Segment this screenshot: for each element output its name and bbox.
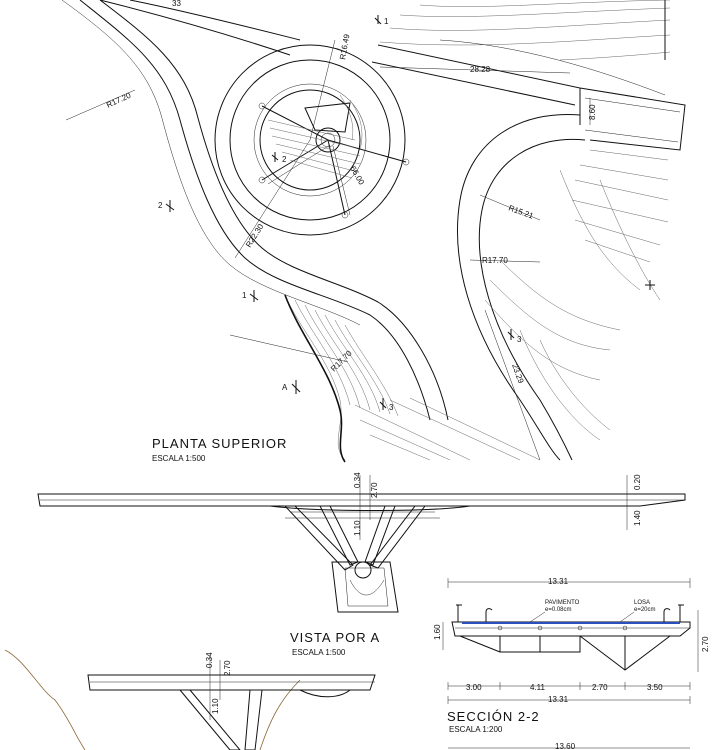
dim-r17-20: R17.20	[105, 91, 133, 110]
seccion-title: SECCIÓN 2-2	[447, 709, 540, 724]
dim-r22-30: R22.30	[244, 222, 266, 249]
plan-scale: ESCALA 1:500	[152, 454, 206, 463]
next-dim: 13.60	[555, 742, 576, 750]
note-losa-e: e=20cm	[634, 607, 656, 613]
note-pavimento-e: e=0.08cm	[545, 607, 572, 613]
section-marker-1-top: 1	[374, 15, 389, 26]
section-marker-3-right: 3	[507, 329, 522, 344]
svg-text:2: 2	[282, 155, 287, 164]
vista-por-a: 0.34 2.70 1.10 0.20 1.40 VISTA POR A ESC…	[37, 472, 686, 657]
terrain-valley	[284, 294, 541, 463]
struts	[284, 505, 440, 571]
vista-dim-0-20: 0.20	[633, 474, 642, 490]
vista2-dim-0-34: 0.34	[205, 652, 214, 668]
sec-dim-s2: 4.11	[530, 683, 546, 692]
dim-8-60: 8.60	[588, 104, 597, 120]
svg-text:A: A	[282, 383, 288, 392]
roundabout-inner	[229, 59, 391, 221]
dim-23-29: 23.29	[510, 363, 525, 385]
beams	[459, 625, 671, 671]
svg-text:2: 2	[158, 201, 163, 210]
sec-dim-left: 1.60	[433, 624, 442, 640]
dim-r17-70b: R17.70	[329, 348, 354, 373]
sec-dim-top: 13.31	[548, 577, 569, 586]
pier-base	[331, 561, 399, 613]
central-pier	[258, 102, 410, 219]
seccion-2-2: 13.31 PAVIMENTO e=0.08cm LOSA e=20cm	[433, 577, 710, 750]
section-marker-3-bottom: 3	[379, 398, 394, 412]
vista-dim-1-40: 1.40	[633, 510, 642, 526]
section-marker-2-roundabout: 2	[271, 152, 287, 164]
vista-dim-1-10: 1.10	[353, 520, 362, 536]
section-marker-1-left: 1	[242, 290, 259, 302]
vista-dim-0-34: 0.34	[353, 472, 362, 488]
dim-r15-21: R15.21	[507, 203, 535, 220]
svg-text:3: 3	[389, 403, 394, 412]
dim-66-00: 66.00	[348, 165, 366, 187]
vista-lower: 0.34 2.70 1.10	[4, 649, 376, 750]
svg-text:1: 1	[384, 17, 389, 26]
terrain-right	[484, 149, 669, 441]
view-marker-a: A	[282, 380, 301, 394]
terrain-top	[379, 0, 671, 61]
vista-scale: ESCALA 1:500	[292, 648, 346, 657]
plan-view: 33 28.28 8.60 R16.49 R17.20 R15.21 R17.7…	[61, 0, 686, 463]
vista2-dim-1-10: 1.10	[211, 698, 220, 714]
note-pavimento: PAVIMENTO	[545, 600, 580, 606]
sec-dim-s1: 3.00	[466, 683, 482, 692]
sec-dim-right: 2.70	[701, 636, 710, 652]
note-losa: LOSA	[634, 600, 650, 606]
vista-title: VISTA POR A	[290, 630, 380, 645]
sec-dim-bottom: 13.31	[548, 695, 569, 704]
road-edge-inner	[99, 0, 449, 421]
dim-33: 33	[172, 0, 181, 8]
roundabout-outer	[214, 44, 406, 236]
roundabout-terrain	[267, 94, 363, 179]
sec-dim-s3: 2.70	[592, 683, 608, 692]
section-marker-2-left: 2	[158, 200, 175, 212]
seccion-scale: ESCALA 1:200	[449, 725, 503, 734]
vista-dim-2-70: 2.70	[370, 482, 379, 498]
svg-text:1: 1	[242, 291, 247, 300]
road-edge-outer	[79, 0, 431, 421]
svg-text:3: 3	[517, 335, 522, 344]
dim-r16-49: R16.49	[338, 33, 351, 61]
plan-title: PLANTA SUPERIOR	[152, 436, 287, 451]
dim-28-28: 28.28	[470, 65, 491, 74]
dim-r17-70: R17.70	[482, 256, 508, 265]
vista2-dim-2-70: 2.70	[223, 660, 232, 676]
sec-dim-s4: 3.50	[647, 683, 663, 692]
